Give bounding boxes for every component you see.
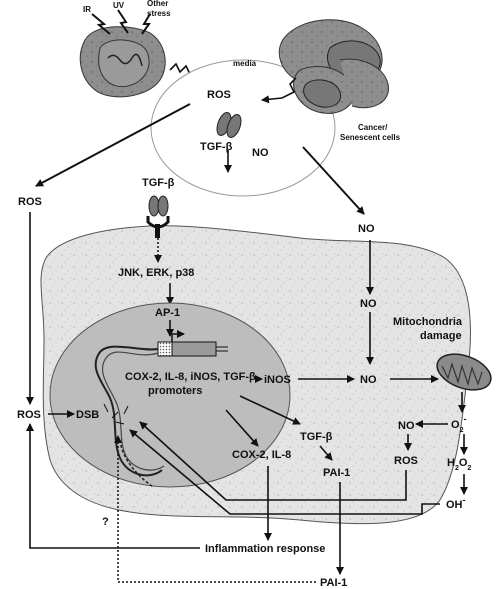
o2-label: O2- [451, 414, 466, 434]
promoter-gene-icon [157, 330, 228, 357]
media-to-ros-arrow [35, 103, 191, 187]
ir-label: IR [83, 5, 91, 14]
uv-label: UV [113, 1, 125, 10]
promoter-to-tgf-beta-arrow [239, 395, 301, 425]
no-4-label: NO [398, 420, 415, 432]
inos-label: iNOS [264, 374, 291, 386]
h2o2-label: H2O2 [447, 457, 471, 472]
tgf-beta-to-pai1-arrow [319, 445, 333, 461]
ap1-label: AP-1 [155, 307, 180, 319]
mito-label-line1: Mitochondria [393, 316, 463, 328]
tgf-beta-label: TGF-β [300, 431, 333, 443]
ros-mid-label: ROS [394, 455, 418, 467]
ros-left-label: ROS [17, 409, 41, 421]
promoters-label-line1: COX-2, IL-8, iNOS, TGF-β [125, 371, 256, 383]
cancer-to-media-arrow [261, 77, 297, 104]
media-label: media [233, 59, 257, 68]
tgf-beta-receptor-icon [146, 195, 170, 238]
pai1-output-label: PAI-1 [320, 577, 347, 589]
oh-label: OH- [446, 495, 466, 511]
promoters-label-line2: promoters [148, 385, 202, 397]
other-label-line1: Other [147, 0, 168, 8]
dna-helix-icon [94, 345, 165, 487]
media-ros-label: ROS [207, 89, 231, 101]
uv-lightning-icon [117, 9, 129, 34]
media-no-label: NO [252, 147, 269, 159]
media-tgf-beta-label: TGF-β [200, 141, 233, 153]
ir-lightning-icon [91, 13, 111, 35]
other-stress-lightning-icon [141, 13, 151, 35]
question-mark-label: ? [102, 516, 109, 528]
media-to-no-arrow [302, 146, 365, 215]
outside-no-label: NO [358, 223, 375, 235]
other-label-line2: stress [147, 9, 171, 18]
inflammation-response-label: Inflammation response [205, 543, 325, 555]
no-2-label: NO [360, 298, 377, 310]
promoter-to-cox2-arrow [225, 409, 259, 447]
outside-tgf-beta-label: TGF-β [142, 177, 175, 189]
outside-ros-label: ROS [18, 196, 42, 208]
mito-label-line2: damage [420, 330, 462, 342]
dsb-label: DSB [76, 409, 99, 421]
cox2-il8-label: COX-2, IL-8 [232, 449, 291, 461]
pai1-to-dsb-dotted-arrow [114, 435, 316, 583]
stressed-cell [79, 26, 166, 98]
dsb-break-icon [103, 403, 129, 425]
cancer-label-line2: Senescent cells [340, 133, 401, 142]
cancer-senescent-cells [278, 19, 389, 114]
inflammation-to-ros-arrow [26, 423, 200, 549]
oh-to-dsb-feedback-arrow [129, 429, 440, 515]
ros-to-dsb-feedback-arrow [139, 421, 407, 501]
no-3-label: NO [360, 374, 377, 386]
mitochondria-icon [436, 353, 492, 391]
cancer-label-line1: Cancer/ [358, 123, 388, 132]
nucleus [49, 302, 291, 488]
damaged-dna-icon [107, 53, 143, 67]
kinases-label: JNK, ERK, p38 [118, 267, 194, 279]
pai1-label: PAI-1 [323, 467, 350, 479]
tgf-beta-ligand-icon [216, 112, 242, 138]
